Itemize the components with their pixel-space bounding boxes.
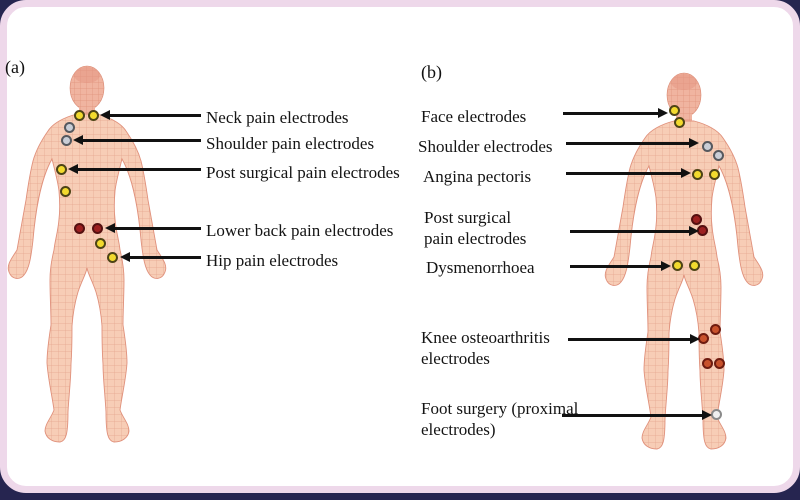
post-surgical-pain-electrodes-label: Post surgical pain electrodes (424, 208, 527, 248)
angina-pectoris-arrowhead-icon (681, 167, 691, 178)
electrode-dot-gray (712, 149, 724, 161)
electrode-dot-yellow (671, 259, 683, 271)
electrode-dot-gray (63, 121, 75, 133)
post-surgical-pain-electrodes-arrow (570, 229, 691, 233)
post-surgical-pain-electrodes-arrow (76, 167, 201, 171)
shoulder-pain-electrodes-label: Shoulder pain electrodes (206, 134, 375, 153)
electrode-dot-yellow (106, 251, 118, 263)
foot-surgery-proximal-electrodes-arrowhead-icon (702, 409, 712, 420)
dysmenorrhoea-label: Dysmenorrhoea (426, 258, 535, 277)
knee-osteoarthritis-electrodes-arrow (568, 337, 692, 341)
dysmenorrhoea-arrowhead-icon (661, 260, 671, 271)
hip-pain-electrodes-arrow (128, 255, 201, 259)
lower-back-pain-electrodes-arrow (113, 226, 201, 230)
neck-pain-electrodes-arrowhead-icon (100, 109, 110, 120)
dysmenorrhoea-arrow (570, 264, 663, 268)
knee-osteoarthritis-electrodes-arrowhead-icon (690, 333, 700, 344)
face-electrodes-arrow (563, 111, 660, 115)
electrode-dot-darkred (91, 222, 103, 234)
foot-surgery-proximal-electrodes-arrow (562, 413, 704, 417)
figure-a-tag: (a) (5, 57, 25, 77)
angina-pectoris-arrow (566, 171, 683, 175)
shoulder-electrodes-arrow (566, 141, 691, 145)
lower-back-pain-electrodes-label: Lower back pain electrodes (206, 221, 394, 240)
face-electrodes-arrowhead-icon (658, 107, 668, 118)
electrode-dot-gray (701, 140, 713, 152)
electrode-dot-orangered (709, 323, 721, 335)
electrode-dot-white (710, 408, 722, 420)
shoulder-pain-electrodes-arrow (81, 138, 201, 142)
electrode-dot-yellow (708, 168, 720, 180)
electrode-dot-yellow (73, 109, 85, 121)
shoulder-electrodes-arrowhead-icon (689, 137, 699, 148)
neck-pain-electrodes-arrow (108, 113, 201, 117)
electrode-dot-yellow (673, 116, 685, 128)
hip-pain-electrodes-label: Hip pain electrodes (206, 251, 339, 270)
post-surgical-pain-electrodes-label: Post surgical pain electrodes (206, 163, 400, 182)
hip-pain-electrodes-arrowhead-icon (120, 251, 130, 262)
electrode-dot-yellow (691, 168, 703, 180)
post-surgical-pain-electrodes-arrowhead-icon (689, 225, 699, 236)
electrode-dot-yellow (59, 185, 71, 197)
neck-pain-electrodes-label: Neck pain electrodes (206, 108, 349, 127)
angina-pectoris-label: Angina pectoris (423, 167, 532, 186)
electrode-dot-orangered (713, 357, 725, 369)
electrode-dot-yellow (668, 104, 680, 116)
electrode-dot-darkred (73, 222, 85, 234)
figure-b-tag: (b) (421, 62, 442, 82)
foot-surgery-proximal-electrodes-label: Foot surgery (proximal electrodes) (421, 399, 579, 439)
shoulder-electrodes-label: Shoulder electrodes (418, 137, 553, 156)
lower-back-pain-electrodes-arrowhead-icon (105, 222, 115, 233)
knee-osteoarthritis-electrodes-label: Knee osteoarthritis electrodes (421, 328, 550, 368)
electrode-dot-yellow (55, 163, 67, 175)
electrode-dot-yellow (94, 237, 106, 249)
electrode-dot-yellow (87, 109, 99, 121)
electrode-dot-orangered (701, 357, 713, 369)
post-surgical-pain-electrodes-arrowhead-icon (68, 163, 78, 174)
electrode-dot-darkred (690, 213, 702, 225)
electrode-dot-gray (60, 134, 72, 146)
face-electrodes-label: Face electrodes (421, 107, 527, 126)
shoulder-pain-electrodes-arrowhead-icon (73, 134, 83, 145)
electrode-dot-yellow (688, 259, 700, 271)
